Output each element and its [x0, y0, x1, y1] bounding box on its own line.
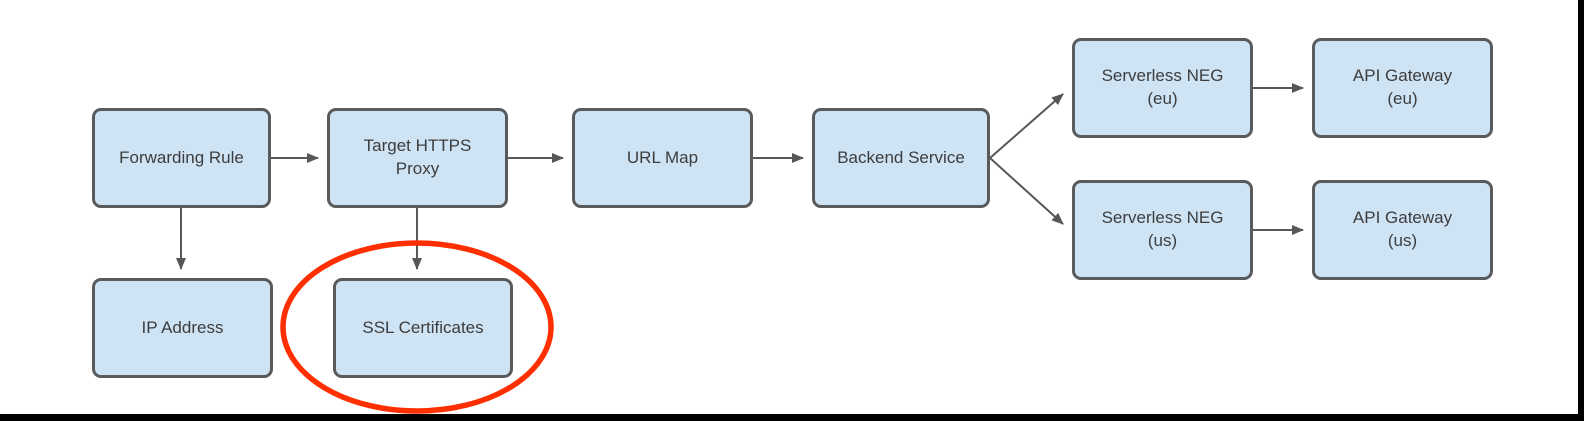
node-target-https-proxy: Target HTTPS Proxy: [327, 108, 508, 208]
edge-backend-to-neg-us: [989, 157, 1064, 225]
node-ip-address: IP Address: [92, 278, 273, 378]
node-serverless-neg-us: Serverless NEG (us): [1072, 180, 1253, 280]
node-ssl-certificates: SSL Certificates: [333, 278, 513, 378]
node-api-gateway-us: API Gateway (us): [1312, 180, 1493, 280]
node-url-map: URL Map: [572, 108, 753, 208]
frame-edge-bottom: [0, 414, 1584, 421]
node-api-gateway-eu: API Gateway (eu): [1312, 38, 1493, 138]
node-backend-service: Backend Service: [812, 108, 990, 208]
node-serverless-neg-eu: Serverless NEG (eu): [1072, 38, 1253, 138]
node-forwarding-rule: Forwarding Rule: [92, 108, 271, 208]
frame-edge-right: [1578, 0, 1584, 421]
edge-backend-to-neg-eu: [989, 93, 1064, 159]
